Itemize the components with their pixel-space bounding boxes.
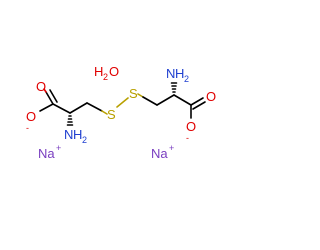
left-nh2-n: N bbox=[64, 127, 73, 142]
bond-left-calpha-ch2 bbox=[69, 102, 88, 114]
bond-left-c-ominus bbox=[39, 103, 54, 112]
left-nh2-h: H bbox=[73, 127, 82, 142]
sodium-left-charge: + bbox=[56, 143, 61, 153]
water-h: H bbox=[94, 64, 103, 79]
right-nh2-n: N bbox=[166, 66, 175, 81]
left-o-minus: O bbox=[26, 109, 36, 124]
bond-right-c-o-double-b bbox=[192, 101, 206, 110]
bond-left-c-o-double-a bbox=[45, 91, 54, 105]
bond-right-calpha-c bbox=[173, 94, 192, 106]
bond-right-ch2-calpha bbox=[156, 94, 175, 106]
bond-right-s-ch2 bbox=[142, 96, 158, 106]
bond-left-ch2-s bbox=[86, 102, 103, 112]
bond-left-c-o-double-b bbox=[43, 88, 47, 93]
bond-right-c-o-double-a bbox=[190, 97, 204, 106]
bond-left-c-calpha bbox=[52, 103, 71, 114]
left-nh2-sub: 2 bbox=[82, 135, 87, 145]
right-hashed-wedge bbox=[170, 82, 178, 93]
sodium-right-charge: + bbox=[169, 143, 174, 153]
bond-right-s-ch2-a bbox=[137, 93, 144, 98]
chemical-structure: H 2 O O O - N H 2 S S N H 2 bbox=[26, 64, 216, 161]
right-o-minus: O bbox=[186, 119, 196, 134]
structure-svg: H 2 O O O - N H 2 S S N H 2 bbox=[26, 64, 216, 161]
left-s: S bbox=[107, 107, 116, 122]
water-o: O bbox=[109, 64, 119, 79]
bond-left-ch2-s-b bbox=[101, 110, 108, 115]
right-nh2-h: H bbox=[175, 66, 184, 81]
water-sub: 2 bbox=[103, 72, 108, 82]
left-o-minus-charge: - bbox=[26, 123, 29, 133]
sodium-right-symbol: Na bbox=[151, 146, 168, 161]
right-o-minus-charge: - bbox=[186, 133, 189, 143]
bond-left-c-o-double-c bbox=[49, 89, 58, 103]
right-s: S bbox=[129, 86, 138, 101]
sodium-left-symbol: Na bbox=[38, 146, 55, 161]
left-o-double: O bbox=[36, 79, 46, 94]
right-nh2-sub: 2 bbox=[184, 74, 189, 84]
bond-disulfide bbox=[116, 97, 129, 108]
right-o-double: O bbox=[206, 89, 216, 104]
left-hashed-wedge bbox=[66, 115, 74, 126]
